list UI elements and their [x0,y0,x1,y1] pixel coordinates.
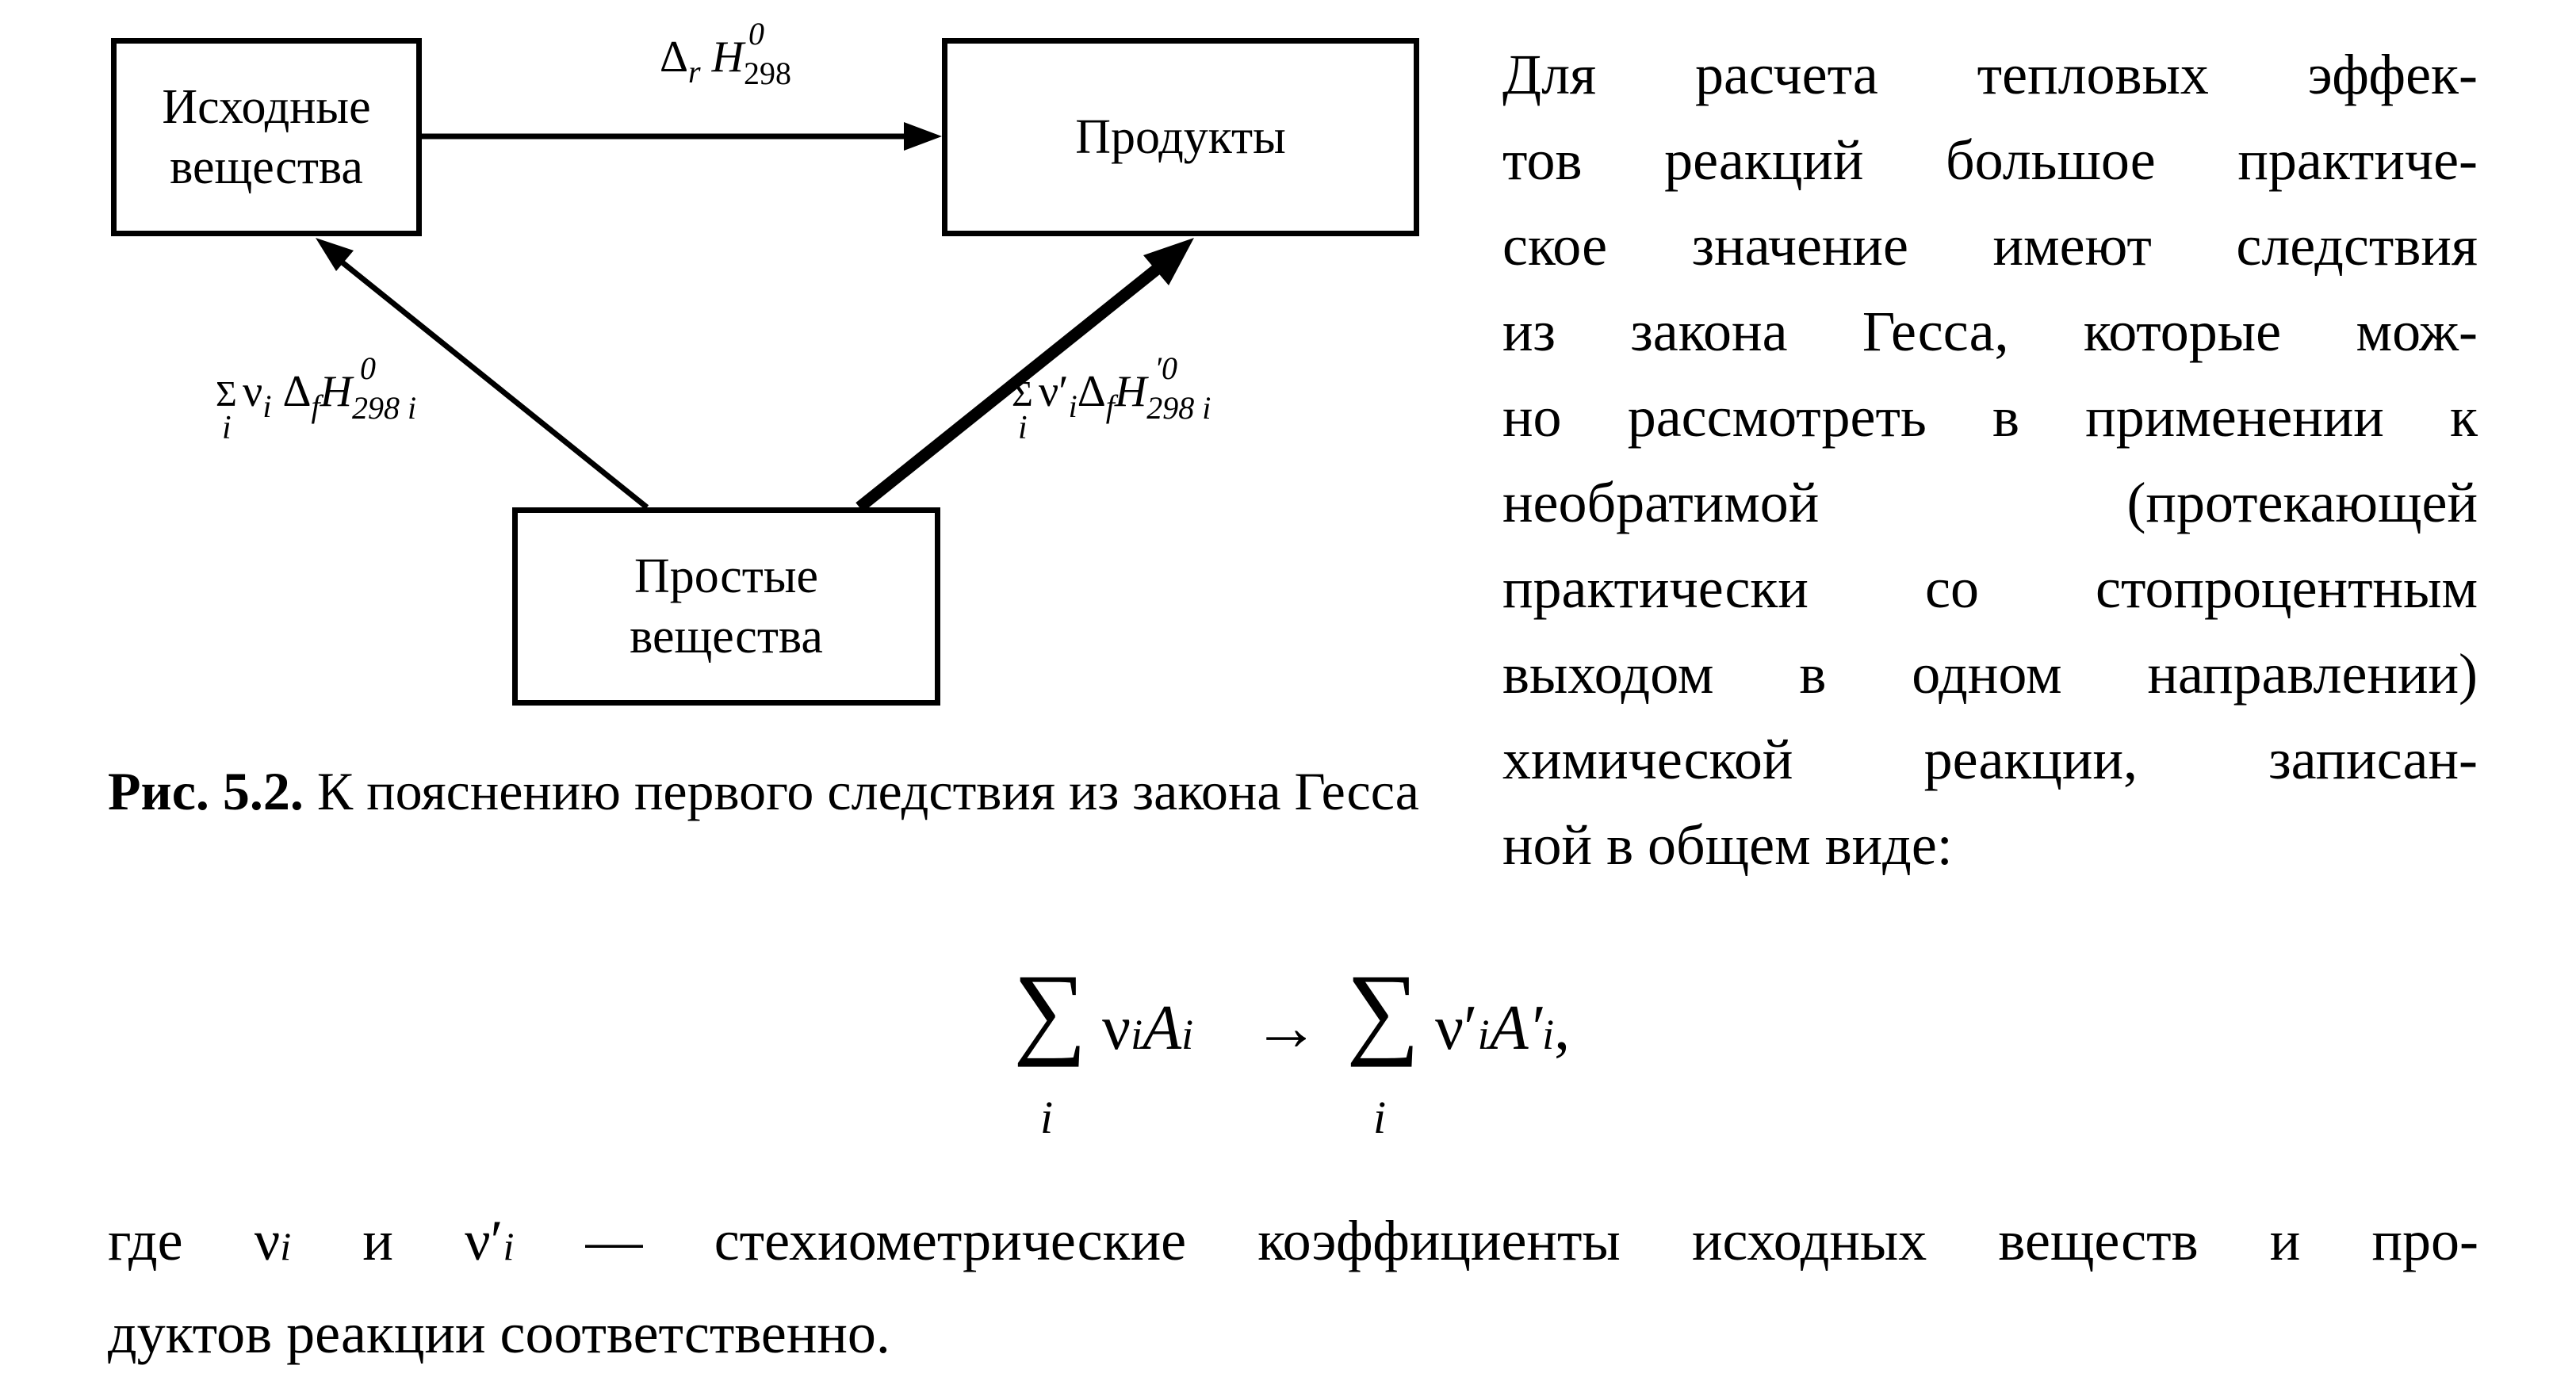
nu-subscript: i [1068,388,1077,424]
subscript-f: f [311,388,320,424]
paragraph-line: необратимой (протекающей [1502,471,2478,534]
hess-law-diagram: Исходные вещества Продукты Простые вещес… [0,0,1467,729]
paragraph-line: химической реакции, записан- [1502,728,2478,791]
simple-substances-box: Простые вещества [512,507,940,706]
intro-paragraph: Для расчета тепловых эффек- тов реакций … [1502,32,2478,888]
enthalpy-symbol: H [320,367,353,416]
diagram-arrows [316,122,1194,512]
left-sum-index: i [1040,1092,1054,1143]
text-and: и [291,1209,465,1272]
source-substances-label: Исходные вещества [162,80,371,194]
a-subscript: i [1181,1011,1194,1058]
explanation-line-2: дуктов реакции соответственно. [108,1302,890,1365]
sup-sub-stack: 0 298 i [352,350,439,426]
delta-symbol: Δ [282,367,312,416]
left-term: νiAi [1102,993,1193,1065]
source-substances-box: Исходные вещества [111,38,422,236]
nu-prime-symbol: ν′ [1039,367,1069,416]
nu-subscript: i [1477,1011,1490,1058]
a-subscript: i [1542,1011,1555,1058]
products-box: Продукты [942,38,1419,236]
nu-symbol: ν [254,1209,281,1272]
enthalpy-symbol: H [1114,367,1147,416]
arrowhead-products-thick [1143,238,1194,285]
nu-symbol: ν [243,367,263,416]
arrow-simple-to-source [337,258,649,510]
left-sum-symbol: ∑ [1013,954,1087,1068]
arrowhead-source [316,238,354,271]
explanation-text: где νi и ν′i — стехиометрические коэффиц… [108,1197,2478,1377]
reaction-equation: ∑ i νiAi → ∑ i ν′iA′i, [991,951,1625,1143]
delta-symbol: Δ [660,33,689,82]
text-coefficients: — стехиометрические коэффициенты исходны… [514,1209,2478,1272]
superscript-zero: 0 [748,16,765,52]
nu-prime-symbol: ν′ [465,1209,503,1272]
nu-subscript: i [280,1224,292,1268]
paragraph-line: тов реакций большое практиче- [1502,128,2478,192]
caption-text: К пояснению первого следствия из закона … [303,761,1419,821]
nu-prime-symbol: ν′ [1435,993,1478,1063]
paragraph-line: ское значение имеют следствия [1502,214,2478,277]
nu-subscript: i [1131,1011,1143,1058]
trailing-comma: , [1554,993,1571,1063]
reaction-arrow: → [1253,991,1319,1065]
subscript-298i: 298 i [1146,390,1211,426]
superscript-zero: 0 [360,350,377,386]
arrow-simple-to-products [855,260,1166,512]
right-sum-symbol: ∑ [1346,954,1420,1068]
paragraph-line: но рассмотреть в применении к [1502,385,2478,449]
arrowhead-products [904,122,942,151]
sum-symbol: Σ [216,373,237,414]
paragraph-line: из закона Гесса, которые мож- [1502,300,2478,363]
figure-caption: Рис. 5.2. К пояснению первого следствия … [108,753,1432,829]
paragraph-line: выходом в одном направлении) [1502,642,2478,706]
sum-index: i [222,410,232,446]
nu-prime-subscript: i [503,1224,515,1268]
right-term: ν′iA′i, [1435,993,1570,1065]
nu-subscript: i [262,388,272,424]
nu-symbol: ν [1102,993,1131,1063]
paragraph-line: ной в общем виде: [1502,813,1953,877]
sum-index: i [1018,410,1028,446]
figure-number: Рис. 5.2. [108,761,304,821]
superscript-prime-zero: ′0 [1154,350,1178,386]
a-symbol: A [1143,993,1182,1063]
paragraph-line: Для расчета тепловых эффек- [1502,43,2478,106]
a-prime-symbol: A′ [1489,993,1543,1063]
products-label: Продукты [1075,110,1286,164]
text-where: где [108,1209,255,1272]
subscript-298i: 298 i [352,390,417,426]
explanation-line-1: где νi и ν′i — стехиометрические коэффиц… [108,1197,2478,1290]
subscript-r: r [688,54,701,90]
delta-symbol: Δ [1077,367,1106,416]
sup-sub-stack: ′0 298 i [1146,350,1234,426]
right-sum-index: i [1373,1092,1387,1143]
subscript-298: 298 [744,55,792,91]
simple-substances-label: Простые вещества [630,549,823,664]
paragraph-line: практически со стопроцентным [1502,557,2478,620]
enthalpy-symbol: H [711,33,744,82]
sum-symbol: Σ [1012,373,1033,414]
subscript-f: f [1105,388,1115,424]
